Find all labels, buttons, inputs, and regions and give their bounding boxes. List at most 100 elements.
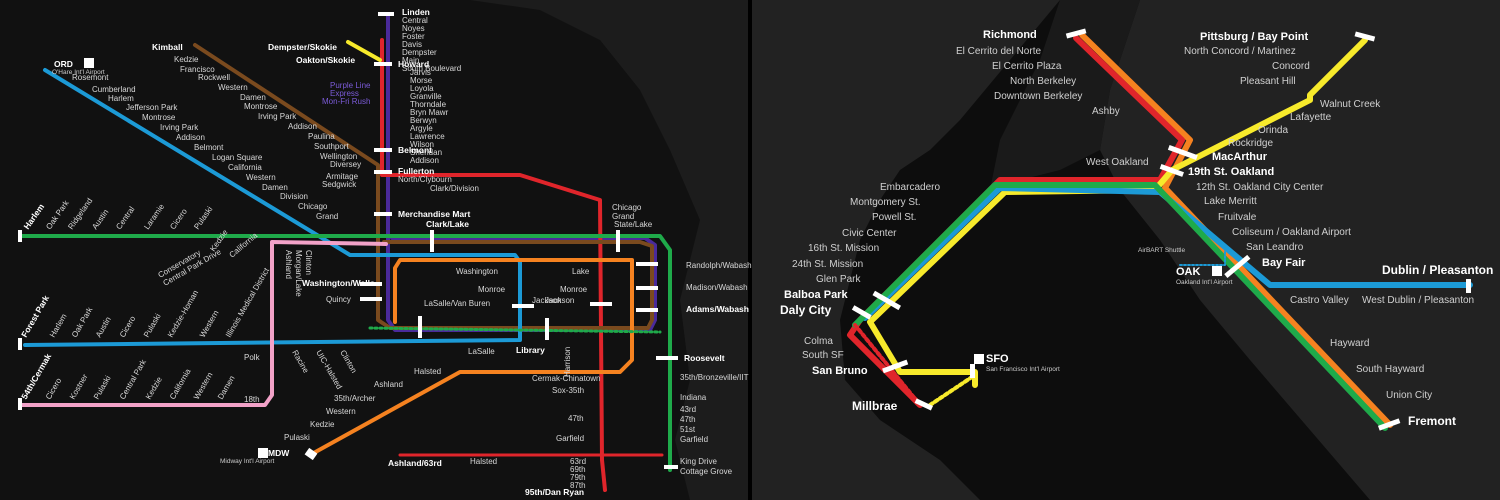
label-berwyn: Berwyn <box>410 116 437 125</box>
label-damen-blue: Damen <box>262 183 288 192</box>
label-clinton-pink: Clinton <box>304 250 313 275</box>
tick-fullerton <box>374 170 392 174</box>
tick-macarthur <box>1167 144 1198 160</box>
label-dempster-skokie: Dempster/Skokie <box>268 42 337 52</box>
lake-michigan <box>470 0 748 500</box>
label-san-bruno: San Bruno <box>812 365 868 377</box>
label-fullerton: Fullerton <box>398 166 434 176</box>
tick-bay-fair <box>1224 254 1251 278</box>
label-morse: Morse <box>410 76 433 85</box>
label-sheridan: Sheridan <box>410 148 442 157</box>
purple-note-2: Express <box>330 89 359 98</box>
label-rockridge: Rockridge <box>1228 138 1273 149</box>
label-47th-green: 47th <box>680 415 696 424</box>
tick-cottage-grove <box>664 465 678 469</box>
label-midway: Midway Int'l Airport <box>220 458 275 465</box>
label-monroe-red: Monroe <box>560 285 588 294</box>
label-south-sf: South SF <box>802 350 844 361</box>
label-powell: Powell St. <box>872 212 916 223</box>
tick-millbrae <box>914 398 934 411</box>
label-western-blue: Western <box>246 173 276 182</box>
label-ohare: O'Hare Int'l Airport <box>52 69 105 76</box>
label-west-oakland: West Oakland <box>1086 157 1149 168</box>
label-wilson: Wilson <box>410 140 434 149</box>
label-adams: Adams/Wabash <box>686 304 749 314</box>
label-francisco: Francisco <box>180 65 215 74</box>
label-clark-lake: Clark/Lake <box>426 219 469 229</box>
label-oak: OAK <box>1176 266 1201 278</box>
label-randolph: Randolph/Wabash <box>686 261 752 270</box>
label-kedzie-brown: Kedzie <box>174 55 199 64</box>
label-walnut-creek: Walnut Creek <box>1320 99 1381 110</box>
label-jackson-blue: Jackson <box>532 296 561 305</box>
tick-linden <box>378 12 394 16</box>
label-san-leandro: San Leandro <box>1246 242 1304 253</box>
label-polk: Polk <box>244 353 261 362</box>
label-12th-oakland: 12th St. Oakland City Center <box>1196 182 1324 193</box>
label-chicago-blue: Chicago <box>298 202 328 211</box>
label-35th-bronzeville: 35th/Bronzeville/IIT <box>680 373 749 382</box>
bart-red-line <box>847 35 1185 408</box>
label-harlem-blue: Harlem <box>108 94 134 103</box>
tick-19th <box>1159 164 1184 177</box>
label-rosemont: Rosemont <box>72 73 109 82</box>
label-dempster: Dempster <box>402 48 437 57</box>
label-colma: Colma <box>804 336 833 347</box>
label-downtown-berkeley: Downtown Berkeley <box>994 91 1082 102</box>
label-fruitvale: Fruitvale <box>1218 212 1257 223</box>
label-coliseum: Coliseum / Oakland Airport <box>1232 227 1351 238</box>
label-loyola: Loyola <box>410 84 434 93</box>
yellow-line <box>346 40 382 62</box>
label-california-blue: California <box>228 163 262 172</box>
label-chicago-red: Chicago <box>612 203 642 212</box>
label-washington: Washington <box>456 267 498 276</box>
label-sfo: SFO <box>986 353 1009 365</box>
chicago-panel <box>0 0 748 500</box>
tick-sfo <box>970 364 975 378</box>
airport-icons <box>84 58 1222 458</box>
label-el-cerrito-plaza: El Cerrito Plaza <box>992 61 1062 72</box>
label-addison-blue: Addison <box>176 133 205 142</box>
airplane-icon <box>258 448 268 458</box>
label-lafayette: Lafayette <box>1290 112 1332 123</box>
label-69th: 69th <box>570 465 586 474</box>
label-granville: Granville <box>410 92 442 101</box>
tick-library <box>545 318 549 340</box>
tick-clark-lake <box>430 230 434 252</box>
label-jarvis: Jarvis <box>410 68 431 77</box>
chicago-transfer-ticks <box>18 12 678 469</box>
label-sox-35th: Sox-35th <box>552 386 584 395</box>
label-balboa-park: Balboa Park <box>784 289 848 301</box>
label-linden: Linden <box>402 7 430 17</box>
tick-lasalle-vb <box>418 316 422 338</box>
tick-dublin <box>1466 279 1471 293</box>
berkeley-land <box>990 0 1140 190</box>
label-halsted-orange: Halsted <box>414 367 441 376</box>
label-oak-sub: Oakland Int'l Airport <box>1176 279 1233 286</box>
label-95th: 95th/Dan Ryan <box>525 487 584 497</box>
label-24th-mission: 24th St. Mission <box>792 259 863 270</box>
label-belmont-red: Belmont <box>398 145 432 155</box>
label-indiana: Indiana <box>680 393 707 402</box>
label-clark-division: Clark/Division <box>430 184 479 193</box>
label-concord: Concord <box>1272 61 1310 72</box>
tick-belmont <box>374 148 392 152</box>
label-noyes: Noyes <box>402 24 425 33</box>
tick-jackson-red <box>590 302 612 306</box>
bart-ticks <box>851 28 1471 431</box>
label-pulaski-orange: Pulaski <box>284 433 310 442</box>
label-state-lake: State/Lake <box>614 220 653 229</box>
label-lasalle-vb: LaSalle/Van Buren <box>424 299 490 308</box>
label-addison-red: Addison <box>410 156 439 165</box>
label-irving-park-brown: Irving Park <box>258 112 297 121</box>
label-daly-city: Daly City <box>780 303 832 317</box>
label-library: Library <box>516 345 545 355</box>
label-north-clybourn: North/Clybourn <box>398 175 452 184</box>
airplane-icon <box>1212 266 1222 276</box>
label-paulina: Paulina <box>308 132 335 141</box>
label-south-hayward: South Hayward <box>1356 364 1424 375</box>
label-kimball: Kimball <box>152 42 183 52</box>
label-west-dublin: West Dublin / Pleasanton <box>1362 295 1474 306</box>
